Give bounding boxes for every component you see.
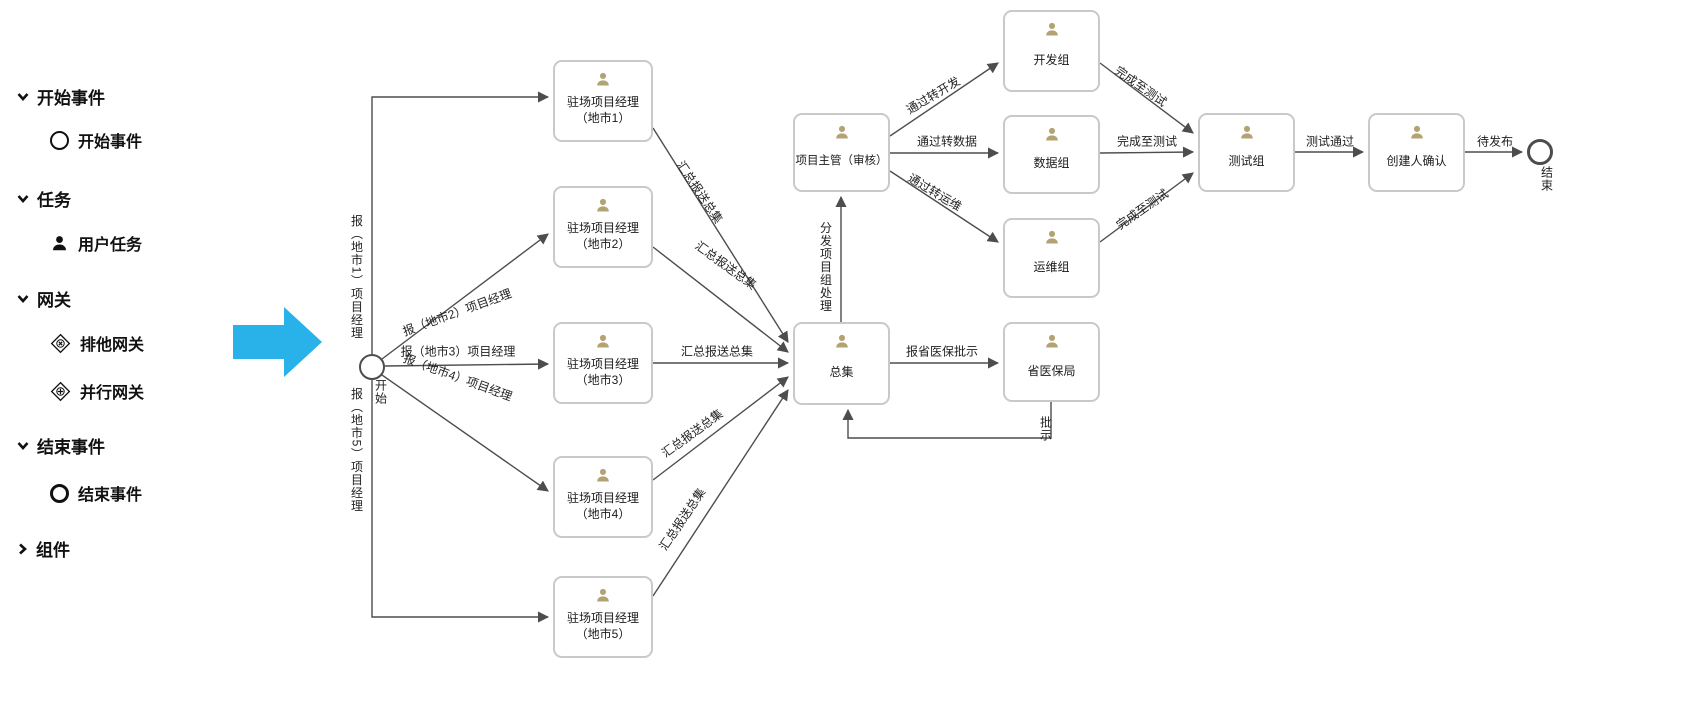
chevron-down-icon [17,442,29,450]
edge-label: 汇总报送总集 [673,158,726,227]
edge-label: 分发项目组处理 [818,221,833,313]
edge-label: 汇总报送总集 [656,485,709,554]
task-label: 驻场项目经理（地市3） [566,356,639,387]
task-label: 测试组 [1228,154,1265,169]
task-node-dev-group[interactable]: 开发组 [1003,10,1100,92]
palette-item-label: 结束事件 [78,487,143,504]
task-node-city4-pm[interactable]: 驻场项目经理（地市4） [553,456,653,538]
palette-item-label: 用户任务 [78,237,143,254]
task-label: 数据组 [1033,156,1070,171]
task-label: 驻场项目经理（地市2） [566,220,639,251]
palette-item-label: 开始事件 [78,134,143,151]
palette-group-label: 组件 [36,541,70,560]
palette-group-components[interactable]: 组件 [16,536,70,561]
palette-item-parallel-gateway[interactable]: 并行网关 [50,379,144,403]
task-node-city2-pm[interactable]: 驻场项目经理（地市2） [553,186,653,268]
task-label: 驻场项目经理（地市1） [566,94,639,125]
task-label: 项目主管（审核） [795,154,888,167]
user-icon [1238,124,1256,141]
edge-label: 报（地市2）项目经理 [400,286,514,339]
edge-label: 汇总报送总集 [659,406,726,461]
edge-label: 测试通过 [1305,134,1355,149]
palette-group-end-events[interactable]: 结束事件 [16,433,105,458]
palette-group-gateways[interactable]: 网关 [16,286,71,311]
palette-group-label: 结束事件 [37,438,105,457]
user-icon [594,587,612,604]
palette-item-end-event[interactable]: 结束事件 [50,481,142,505]
edge-label: 完成至测试 [1112,63,1170,110]
exclusive-gateway-icon [50,333,71,354]
task-node-project-supervisor[interactable]: 项目主管（审核） [793,113,890,192]
task-node-city1-pm[interactable]: 驻场项目经理（地市1） [553,60,653,142]
task-label: 驻场项目经理（地市5） [566,610,639,641]
palette-group-label: 网关 [37,291,71,310]
user-task-icon [50,234,69,253]
task-label: 总集 [829,365,854,380]
edge-label: 通过转数据 [916,134,978,149]
edge-label: 通过转运维 [905,170,965,214]
user-icon [594,467,612,484]
user-icon [1043,126,1061,143]
palette-item-label: 排他网关 [80,337,145,354]
start-event-node[interactable] [359,354,385,380]
palette-item-user-task[interactable]: 用户任务 [50,231,142,255]
edge-label: 汇总报送总集 [692,238,759,293]
task-node-data-group[interactable]: 数据组 [1003,115,1100,194]
edge-label: 通过转开发 [903,73,963,117]
user-icon [1408,124,1426,141]
chevron-down-icon [17,195,29,203]
end-event-node[interactable] [1527,139,1553,165]
user-icon [833,333,851,350]
edge-label: 报（地市1）项目经理 [349,214,364,340]
task-node-creator-confirm[interactable]: 创建人确认 [1368,113,1465,192]
user-icon [594,197,612,214]
edge-label: 汇总报送总集 [680,344,754,359]
edge-label: 待发布 [1476,134,1514,149]
end-event-label: 结束 [1539,166,1554,192]
task-node-city3-pm[interactable]: 驻场项目经理（地市3） [553,322,653,404]
parallel-gateway-icon [50,381,71,402]
task-label: 省医保局 [1027,363,1076,378]
start-event-label: 开始 [373,379,388,405]
user-icon [594,333,612,350]
task-node-ops-group[interactable]: 运维组 [1003,218,1100,298]
task-node-provincial-bureau[interactable]: 省医保局 [1003,322,1100,402]
task-label: 创建人确认 [1386,154,1447,169]
palette-group-start-events[interactable]: 开始事件 [16,84,105,109]
palette-item-start-event[interactable]: 开始事件 [50,128,142,152]
palette-group-tasks[interactable]: 任务 [16,186,71,211]
user-icon [1043,21,1061,38]
chevron-right-icon [19,543,27,554]
edge-label: 批示 [1038,416,1053,442]
palette-item-label: 并行网关 [80,385,145,402]
task-label: 运维组 [1033,259,1070,274]
edge-label: 完成至测试 [1113,186,1171,233]
edge-label: 报省医保批示 [905,344,979,359]
task-label: 驻场项目经理（地市4） [566,490,639,521]
user-icon [1043,229,1061,246]
task-node-city5-pm[interactable]: 驻场项目经理（地市5） [553,576,653,658]
user-icon [1043,333,1061,350]
palette-group-label: 开始事件 [37,89,105,108]
task-node-aggregate[interactable]: 总集 [793,322,890,405]
edge-label: 报（地市5）项目经理 [349,387,364,513]
user-icon [833,124,851,141]
chevron-down-icon [17,295,29,303]
user-icon [594,71,612,88]
task-node-test-group[interactable]: 测试组 [1198,113,1295,192]
palette-group-label: 任务 [37,191,71,210]
end-event-icon [50,483,69,503]
start-event-icon [50,130,69,150]
edge-label: 完成至测试 [1116,134,1178,149]
chevron-down-icon [17,93,29,101]
flow-direction-arrow [233,307,322,377]
palette-item-exclusive-gateway[interactable]: 排他网关 [50,331,144,355]
task-label: 开发组 [1033,52,1070,67]
